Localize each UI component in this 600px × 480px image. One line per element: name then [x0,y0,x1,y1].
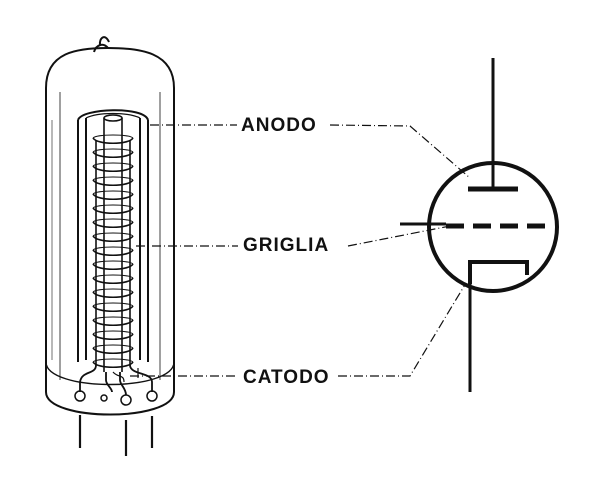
grid-support-rods [95,140,131,365]
grid-spiral-turn [92,207,134,215]
grid-spiral-back-turn [92,330,134,335]
grid-spiral-turn [92,179,134,187]
grid-spiral-turn [92,221,134,229]
grid-spiral-back-turn [92,358,134,363]
cathode-symbol [468,260,529,284]
grid-spiral-back-turn [92,162,134,167]
grid-spiral-back-turn [92,204,134,209]
lead-wires [79,364,153,396]
grid-spiral-turn [92,347,134,355]
grid-spiral-turn [92,263,134,271]
grid-label: GRIGLIA [243,235,329,256]
grid-spiral-back-turn [92,344,134,349]
anode-plate [77,109,149,362]
grid-spiral-back-turn [92,260,134,265]
grid-spiral-back-turn [92,302,134,307]
glass-envelope [45,36,175,416]
triode-schematic-symbol [400,58,559,392]
grid-spiral-back-turn [92,218,134,223]
grid-spiral-turn [92,151,134,159]
grid-spiral-back-turn [92,288,134,293]
anode-label: ANODO [241,115,317,136]
grid-spiral-turn [92,193,134,201]
leader-lines [130,124,471,377]
grid-spiral-turn [92,165,134,173]
grid-spiral-turn [92,291,134,299]
grid-spiral-back-turn [92,190,134,195]
grid-leader-right [347,225,451,247]
grid-spiral-back-turn [92,246,134,251]
grid-spiral-turn [92,137,134,145]
grid-spiral-back-turn [92,176,134,181]
grid-spiral [92,134,134,369]
grid-spiral-turn [92,305,134,313]
grid-spiral-back-turn [92,148,134,153]
grid-spiral-turn [92,333,134,341]
grid-spiral-back-turn [92,134,134,139]
grid-spiral-turn [92,249,134,257]
grid-spiral-back-turn [92,232,134,237]
cathode-leader-right [338,282,467,377]
pin-sockets [74,390,158,406]
grid-spiral-turn [92,235,134,243]
tube-pins [78,415,154,456]
grid-spiral-turn [92,361,134,369]
grid-spiral-turn [92,319,134,327]
cathode-sleeve [103,114,123,372]
cathode-label: CATODO [243,367,330,388]
anode-leader-right [329,124,471,179]
grid-spiral-back-turn [92,316,134,321]
grid-spiral-turn [92,277,134,285]
vacuum-tube-illustration [45,36,175,456]
grid-spiral-back-turn [92,274,134,279]
